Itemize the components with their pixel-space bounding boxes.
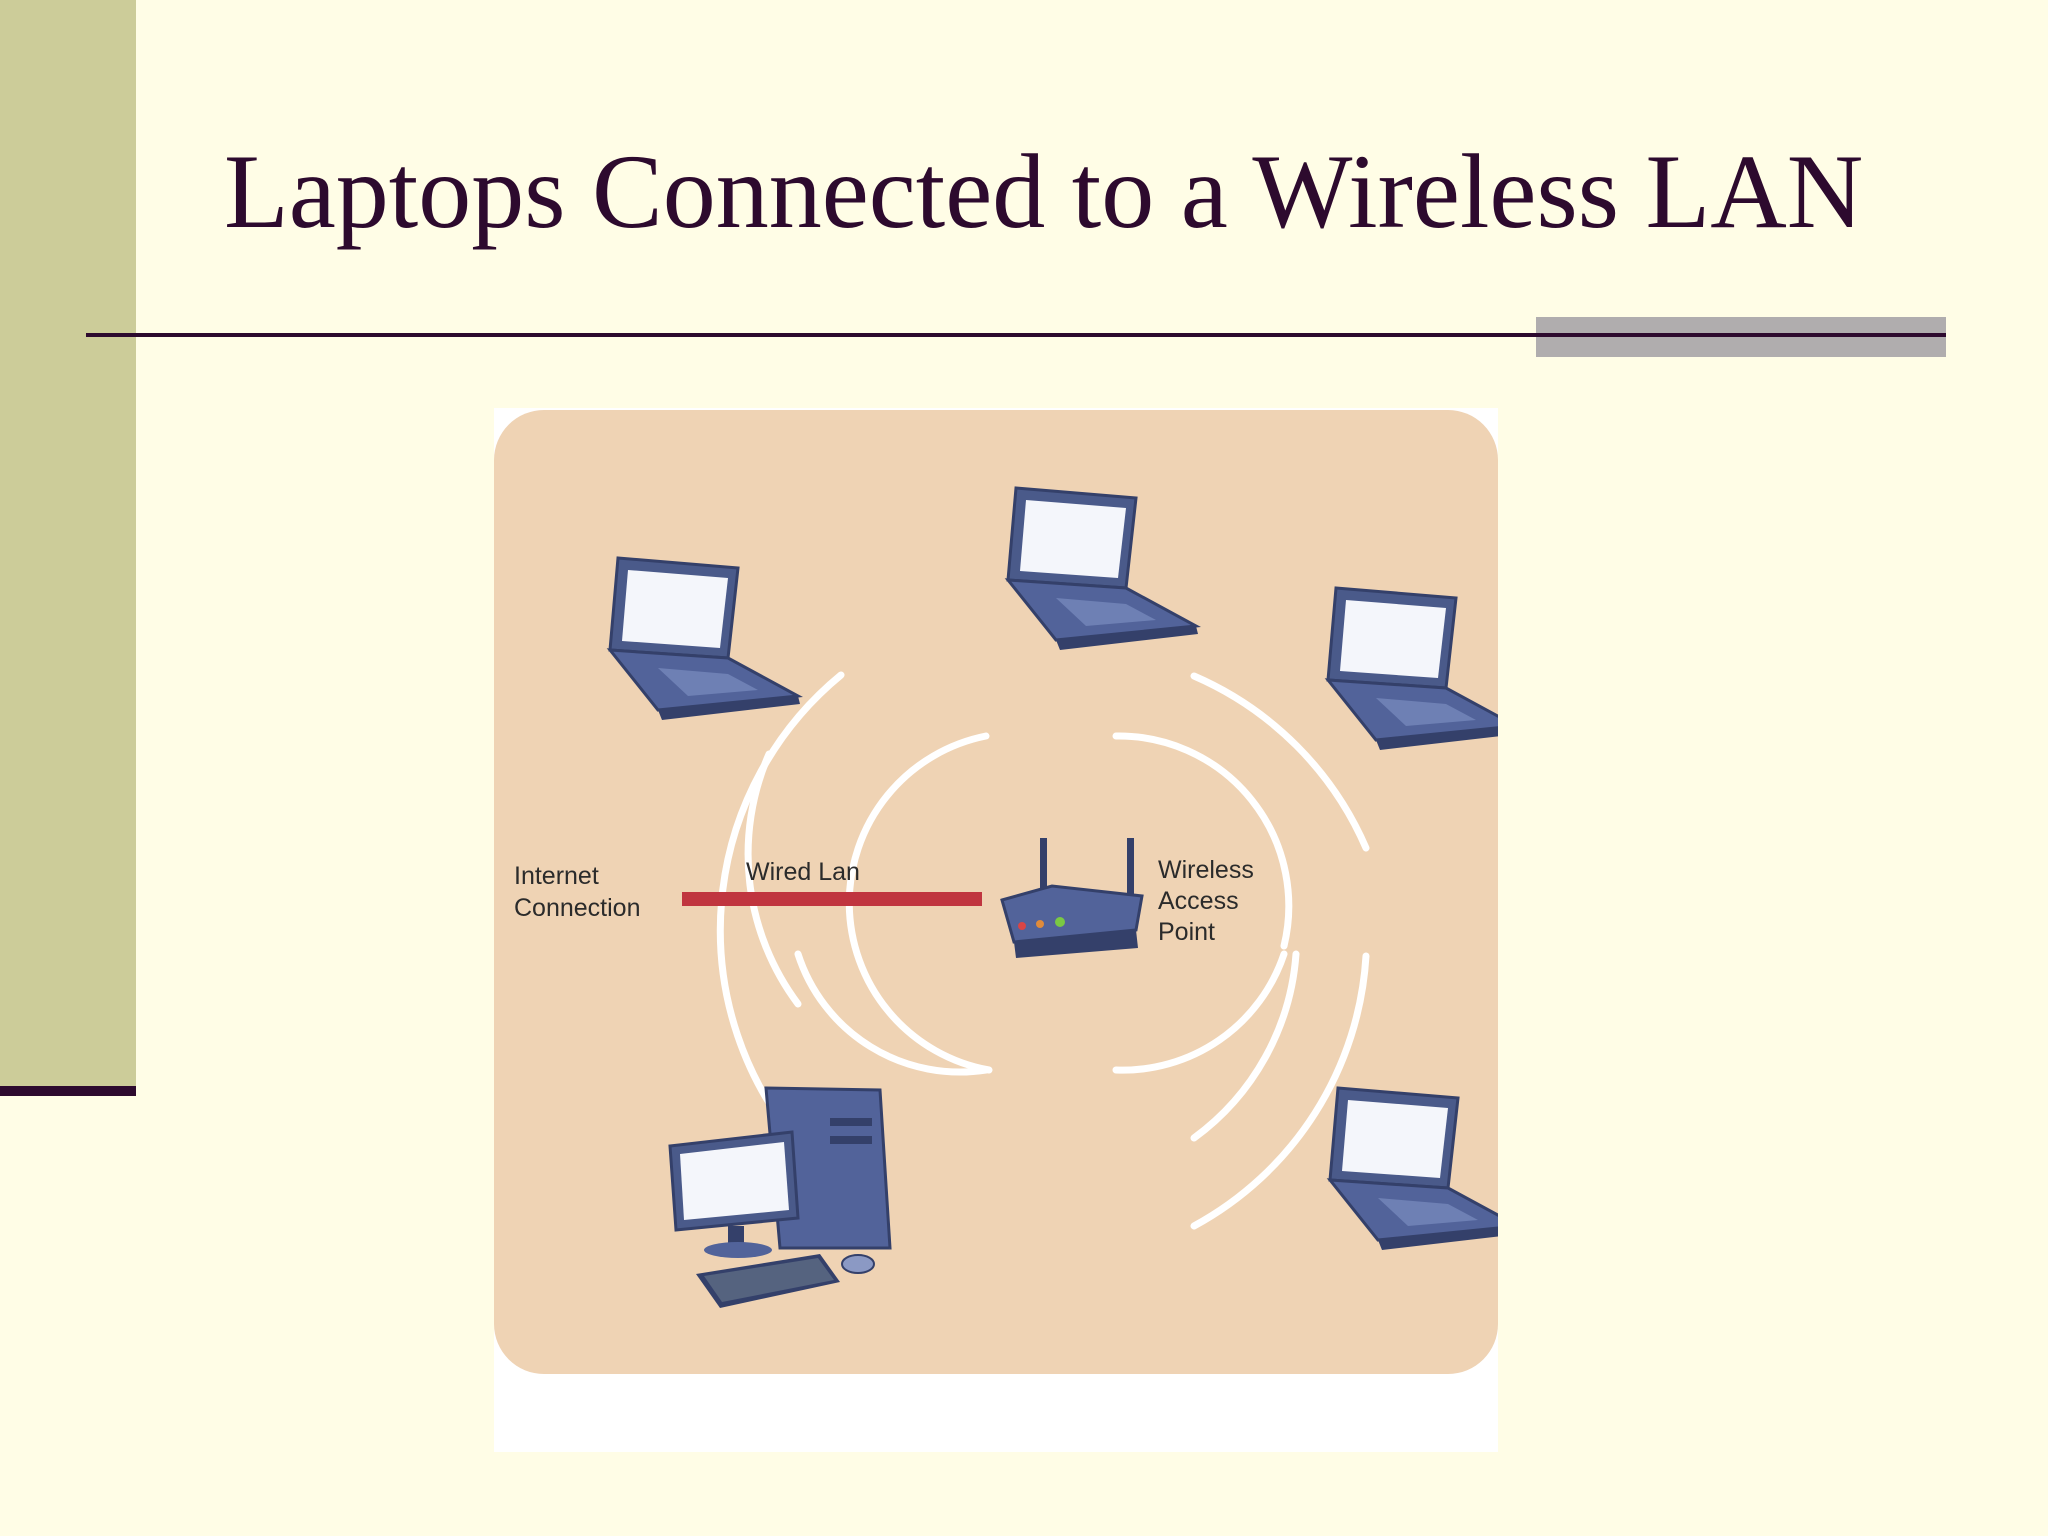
wireless-lan-diagram: Internet Connection Wired Lan Wireless A… bbox=[494, 410, 1498, 1374]
wireless-lan-figure: Internet Connection Wired Lan Wireless A… bbox=[494, 408, 1498, 1452]
access-point-label-line3: Point bbox=[1158, 918, 1215, 946]
slide-title: Laptops Connected to a Wireless LAN bbox=[224, 133, 1864, 250]
desktop-computer bbox=[668, 1086, 892, 1308]
side-accent-bar-edge bbox=[0, 1086, 136, 1096]
access-point-label-line2: Access bbox=[1158, 887, 1239, 915]
internet-connection-label-line2: Connection bbox=[514, 894, 640, 922]
wireless-access-point bbox=[1000, 838, 1144, 958]
side-accent-bar bbox=[0, 0, 136, 1088]
title-rule-accent bbox=[1536, 317, 1946, 357]
access-point-label-line1: Wireless bbox=[1158, 856, 1254, 884]
wired-lan-label: Wired Lan bbox=[746, 858, 860, 886]
wired-lan-cable bbox=[682, 892, 982, 906]
diagram-background bbox=[494, 410, 1498, 1374]
title-rule bbox=[86, 333, 1946, 337]
internet-connection-label-line1: Internet bbox=[514, 862, 599, 890]
